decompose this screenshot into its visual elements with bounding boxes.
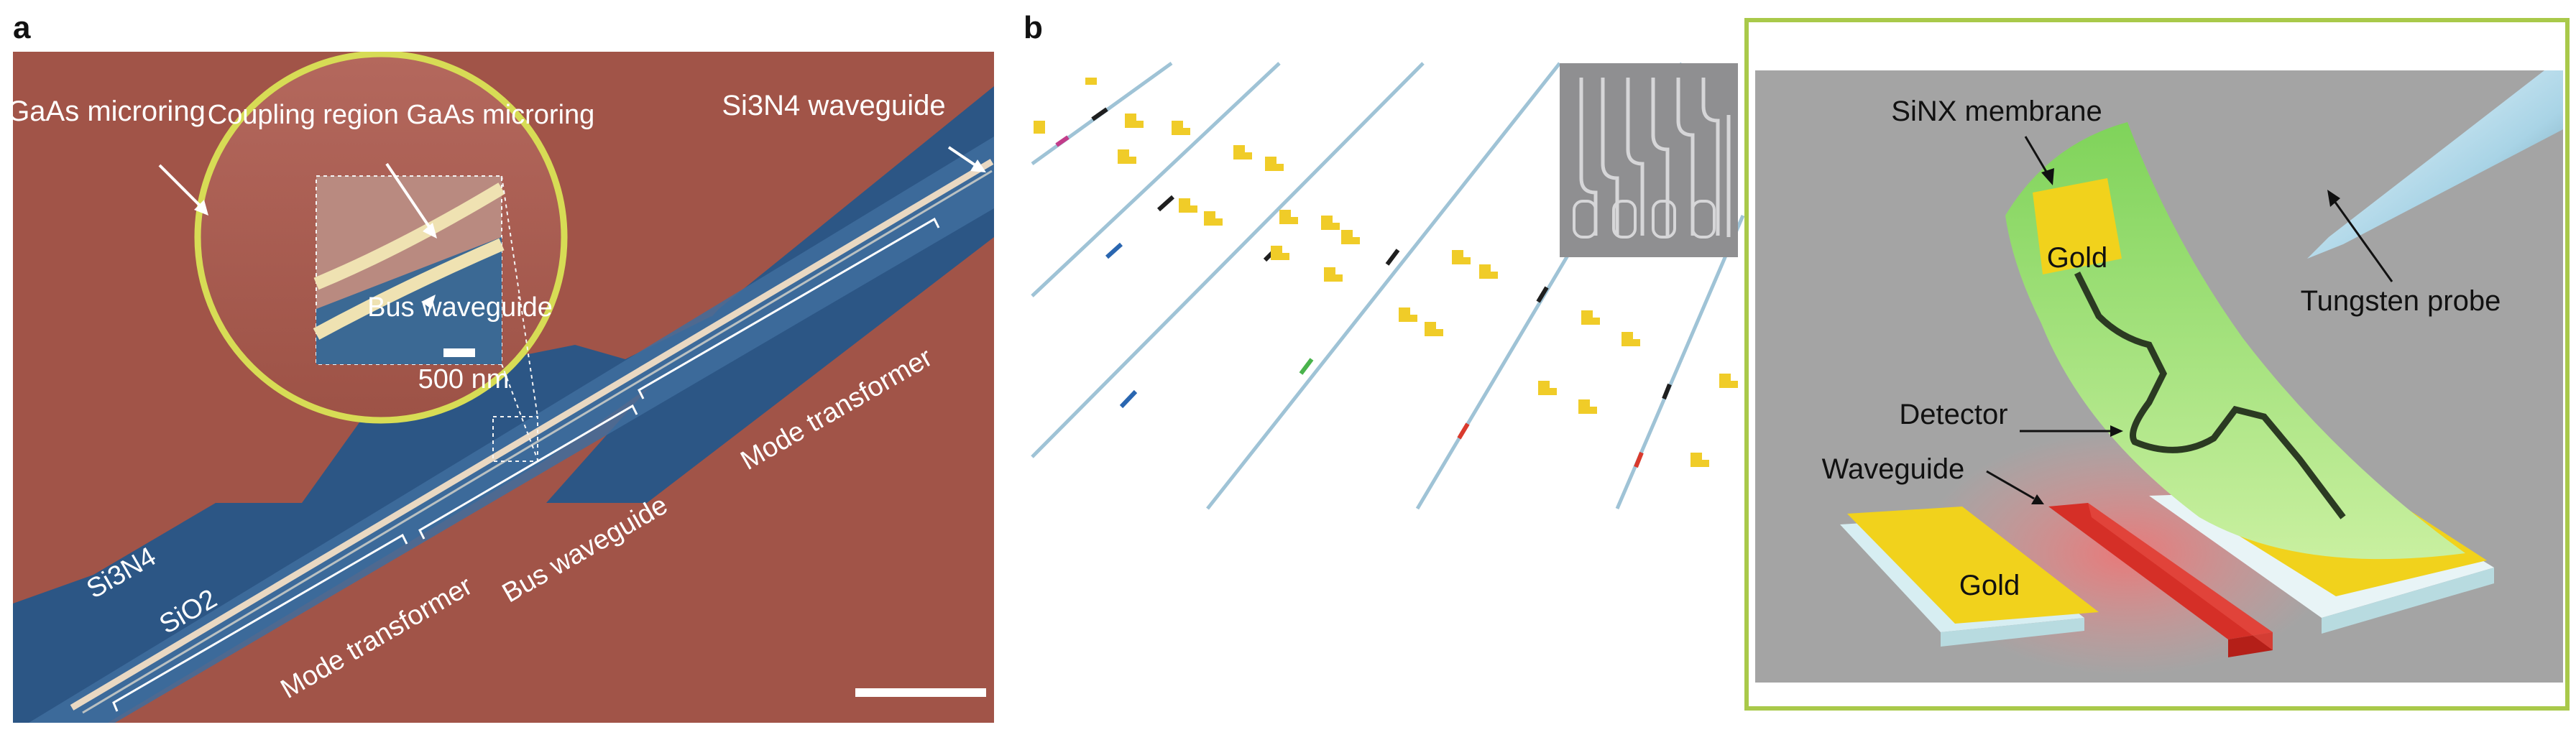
gold-pads (1034, 78, 1738, 467)
detector-trace (2074, 271, 2346, 519)
gold-pad-top (2033, 178, 2122, 274)
gold-top-label: Gold (2047, 242, 2108, 274)
si3n4-waveguide-label: Si3N4 waveguide (722, 90, 945, 121)
chip-inset (1560, 63, 1738, 257)
scale-bar (855, 688, 986, 697)
si3n4-waveguide-line (70, 159, 994, 711)
detector-label: Detector (1899, 399, 2007, 430)
inset-scale-bar (443, 348, 475, 357)
brace-bus-waveguide (418, 404, 638, 540)
waveguide-label: Waveguide (1822, 453, 1965, 485)
gold-pad-bottom (1847, 507, 2099, 624)
panel-a-micrograph (13, 52, 994, 723)
gaas-microring-label: GaAs microring (7, 96, 206, 127)
panel-c-illustration (1755, 70, 2563, 683)
membrane-label: SiNX membrane (1891, 96, 2102, 127)
inset-scale-label: 500 nm (418, 364, 510, 394)
panel-a-letter: a (13, 10, 31, 45)
panel-b-chip-render (1031, 61, 1745, 510)
gold-bottom-label: Gold (1959, 570, 2020, 601)
probe-label: Tungsten probe (2301, 285, 2501, 317)
tungsten-probe (2307, 70, 2563, 259)
coupling-point-box (492, 416, 538, 462)
panel-b-letter: b (1024, 10, 1043, 45)
brace-mode-transformer-2 (638, 217, 940, 399)
coupling-region-label: Coupling region GaAs microring (208, 100, 595, 130)
sinx-membrane (2005, 122, 2465, 560)
brace-mode-transformer-1 (112, 533, 408, 712)
bus-waveguide-inset-label: Bus waveguide (367, 292, 553, 323)
